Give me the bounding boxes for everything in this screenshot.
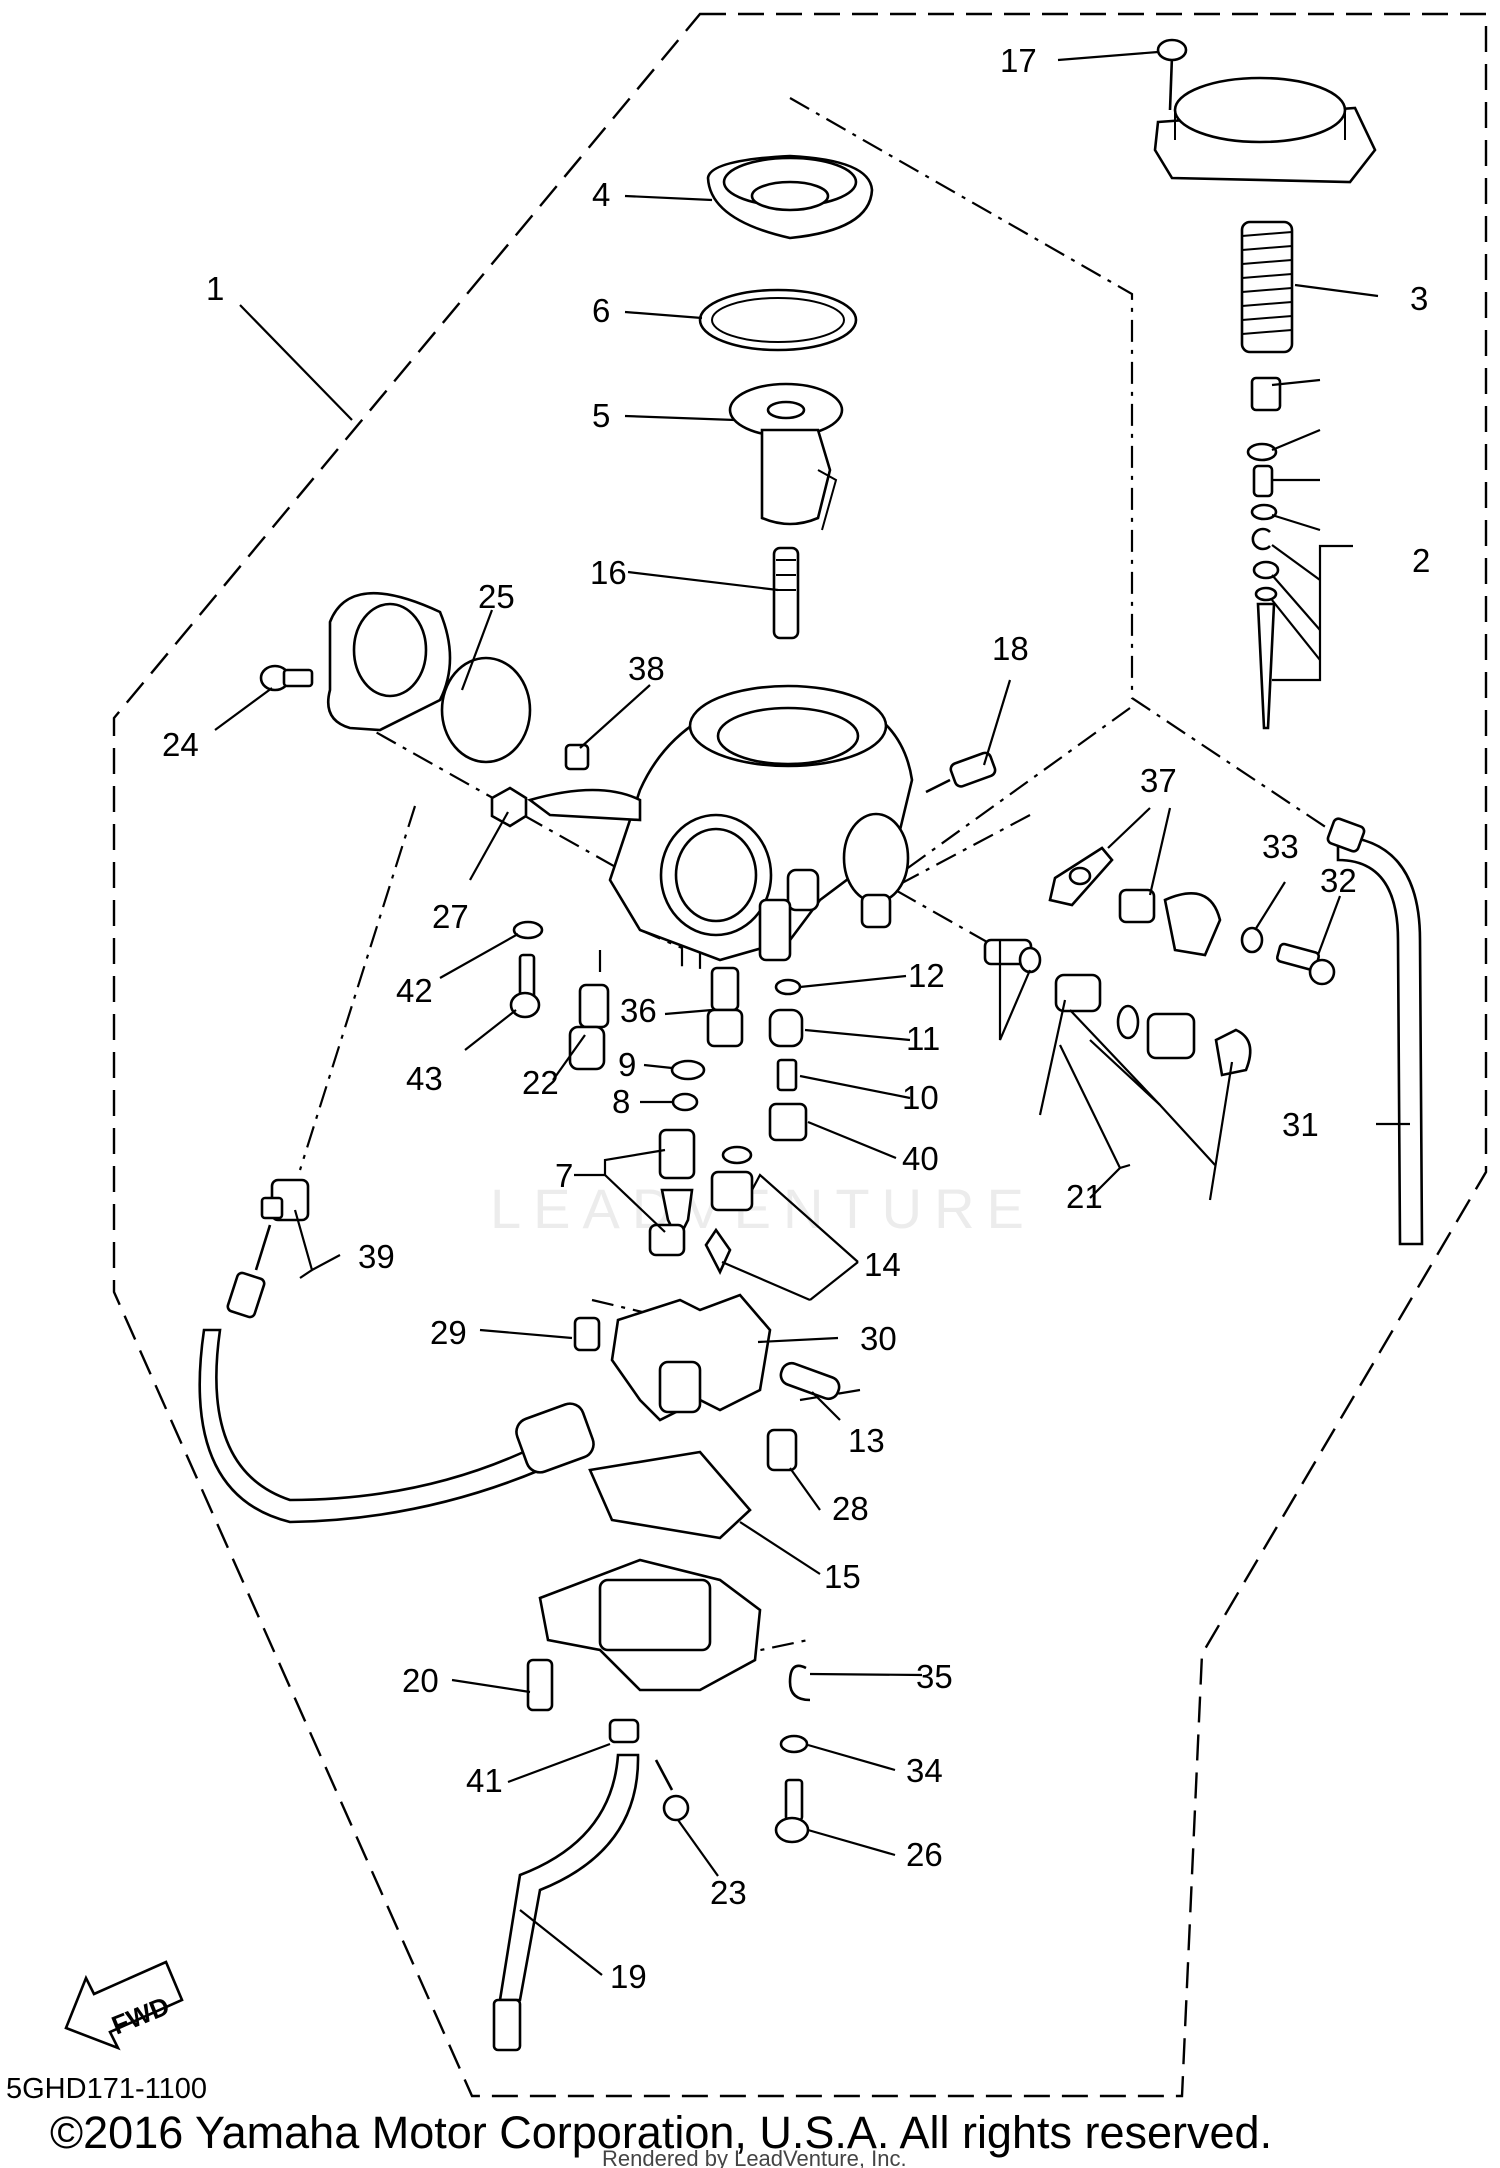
part-6-o-ring [698, 288, 858, 352]
part-9-o-ring [670, 1059, 706, 1081]
part-36-needle-jet [706, 966, 744, 1048]
label-29: 29 [430, 1314, 467, 1351]
label-18: 18 [992, 630, 1029, 667]
label-37: 37 [1140, 762, 1177, 799]
label-16: 16 [590, 554, 627, 591]
part-32-screw [1275, 942, 1336, 986]
part-40-sleeve [768, 1102, 808, 1142]
label-26: 26 [906, 1836, 943, 1873]
part-24-screw [259, 664, 314, 692]
label-19: 19 [610, 1958, 647, 1995]
label-23: 23 [710, 1874, 747, 1911]
part-27-nut [490, 786, 528, 828]
leader-lines [214, 50, 1410, 1976]
watermark: LEADVENTURE [490, 1177, 1036, 1240]
part-20-screw [526, 1658, 554, 1712]
part-4-diaphragm [706, 154, 874, 240]
part-31-hose [1336, 834, 1424, 1246]
float-bowl [538, 1558, 762, 1692]
label-13: 13 [848, 1422, 885, 1459]
part-14-float-needle [704, 1145, 754, 1275]
label-31: 31 [1282, 1106, 1319, 1143]
rendered-by-notice: Rendered by LeadVenture, Inc. [602, 2146, 907, 2168]
carburetor-body [527, 684, 914, 962]
part-7-needle-valve [648, 1128, 696, 1257]
label-12: 12 [908, 957, 945, 994]
label-4: 4 [592, 176, 610, 213]
label-15: 15 [824, 1558, 861, 1595]
label-20: 20 [402, 1662, 439, 1699]
label-17: 17 [1000, 42, 1037, 79]
label-8: 8 [612, 1083, 630, 1120]
part-30-float [610, 1293, 772, 1422]
part-42-washer [512, 920, 544, 940]
part-29-screw [573, 1316, 601, 1352]
label-9: 9 [618, 1046, 636, 1083]
part-13-float-pin [779, 1361, 841, 1401]
label-24: 24 [162, 726, 199, 763]
assembly-boundary [112, 12, 1488, 2098]
label-41: 41 [466, 1762, 503, 1799]
label-42: 42 [396, 972, 433, 1009]
part-39-choke-cable [198, 1178, 595, 1524]
label-22: 22 [522, 1064, 559, 1101]
label-33: 33 [1262, 828, 1299, 865]
part-25-diaphragm [440, 656, 532, 764]
label-1: 1 [206, 270, 224, 307]
label-40: 40 [902, 1140, 939, 1177]
label-5: 5 [592, 397, 610, 434]
part-15-gasket [588, 1450, 752, 1540]
part-11-jet [768, 1008, 804, 1048]
part-34-washer [779, 1734, 809, 1754]
part-41-clamp [608, 1718, 640, 1744]
diagram-code: 5GHD171-1100 [6, 2073, 207, 2105]
label-6: 6 [592, 292, 610, 329]
label-2: 2 [1412, 542, 1430, 579]
label-28: 28 [832, 1490, 869, 1527]
label-27: 27 [432, 898, 469, 935]
label-14: 14 [864, 1246, 901, 1283]
part-19-drain-hose [498, 1753, 640, 2002]
label-10: 10 [902, 1079, 939, 1116]
part-37-cover-assembly [1048, 846, 1222, 957]
part-2-needle-set [1246, 376, 1282, 730]
part-33-washer [1240, 926, 1264, 954]
part-8-washer [671, 1092, 699, 1112]
label-30: 30 [860, 1320, 897, 1357]
fwd-direction-arrow: FWD [64, 1960, 184, 2051]
part-16-needle-jet [772, 546, 800, 640]
part-gasket-plate [326, 592, 452, 732]
part-17-screw [1156, 38, 1188, 111]
label-35: 35 [916, 1658, 953, 1695]
part-38-fitting [564, 743, 590, 771]
part-3-spring [1240, 220, 1294, 354]
label-21: 21 [1066, 1178, 1103, 1215]
copyright-notice: ©2016 Yamaha Motor Corporation, U.S.A. A… [50, 2107, 1272, 2158]
part-21-pilot-screw-set [983, 938, 1252, 1077]
part-23-drain-screw [654, 1759, 690, 1822]
label-25: 25 [478, 578, 515, 615]
part-number-labels: 1 2 3 4 5 6 7 8 9 10 11 12 13 14 15 16 1… [162, 42, 1430, 1995]
carburetor-top-cover [1153, 76, 1377, 184]
part-43-screw [509, 953, 541, 1019]
label-7: 7 [555, 1157, 573, 1194]
label-38: 38 [628, 650, 665, 687]
label-32: 32 [1320, 862, 1357, 899]
label-39: 39 [358, 1238, 395, 1275]
part-26-screw [774, 1778, 810, 1844]
label-36: 36 [620, 992, 657, 1029]
label-3: 3 [1410, 280, 1428, 317]
part-28-screw [766, 1428, 798, 1472]
part-5-piston-valve [728, 382, 844, 531]
part-10-screw [776, 1058, 798, 1092]
part-12-o-ring [774, 978, 802, 996]
label-11: 11 [906, 1020, 940, 1057]
part-22-main-jet-holder [568, 983, 610, 1071]
part-35-clip [788, 1664, 811, 1702]
label-34: 34 [906, 1752, 943, 1789]
label-43: 43 [406, 1060, 443, 1097]
